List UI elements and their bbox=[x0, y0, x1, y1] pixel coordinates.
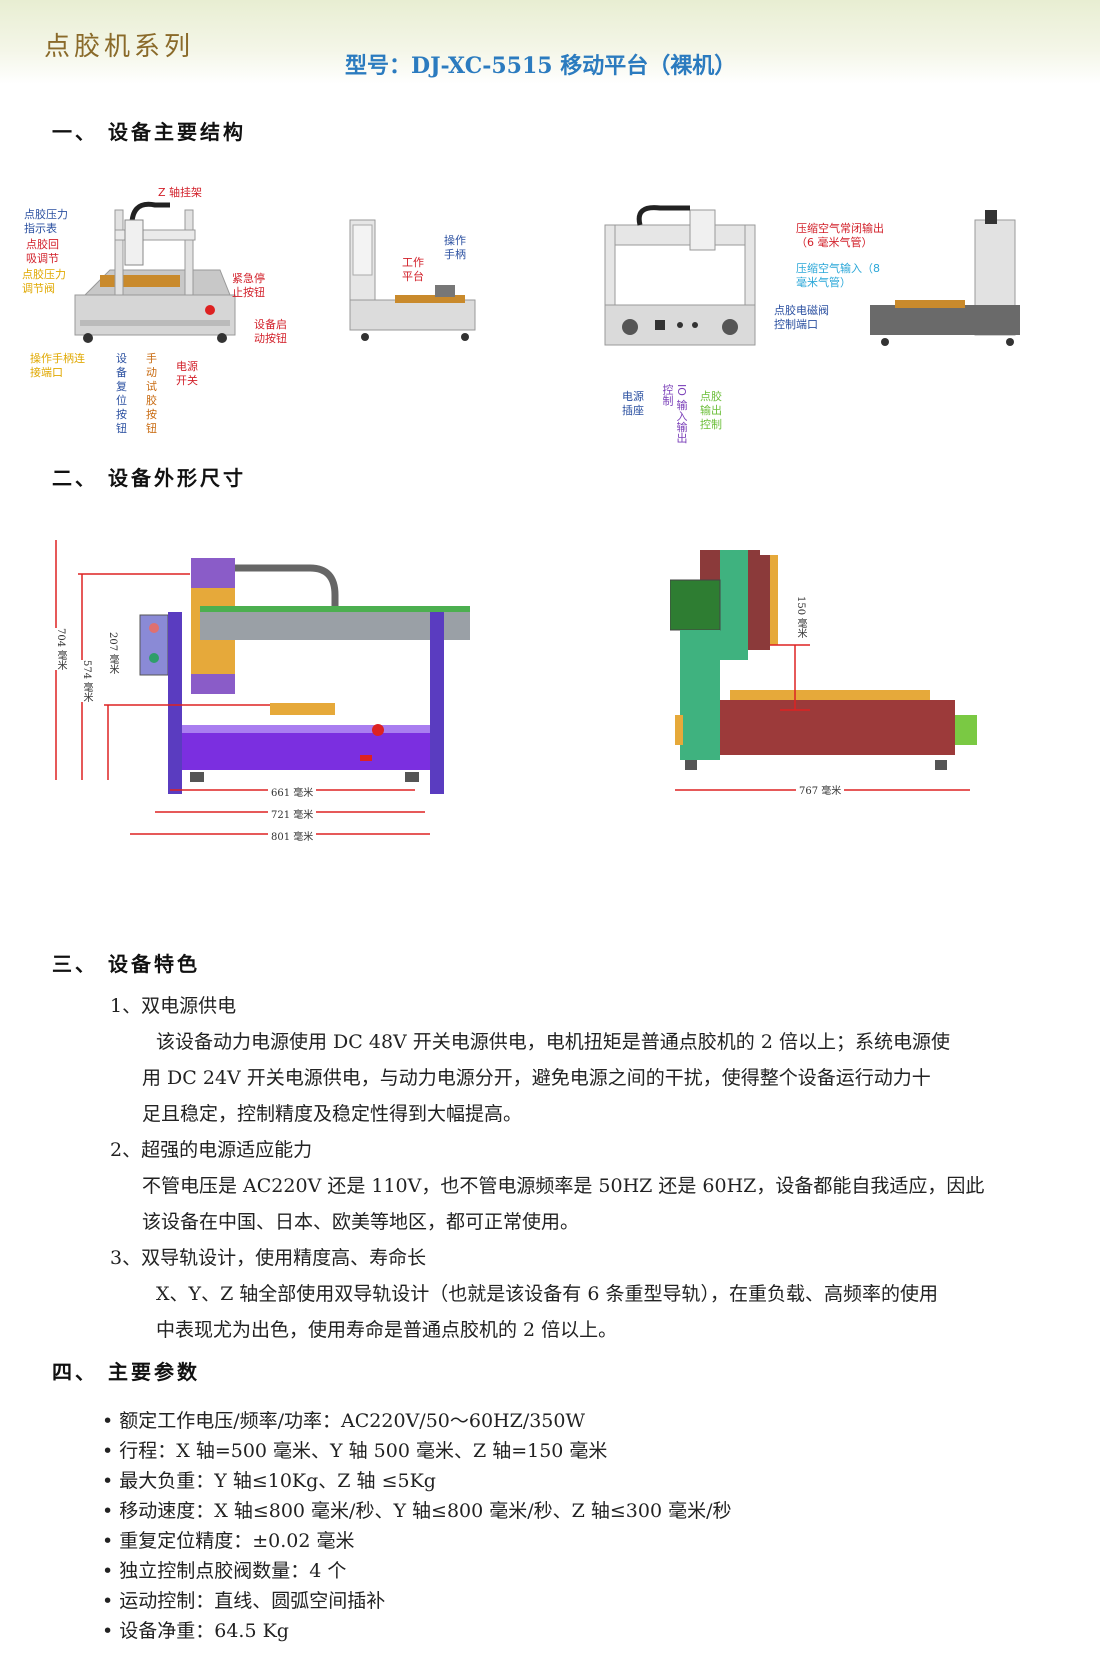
param-item: • 设备净重：64.5 Kg bbox=[102, 1620, 289, 1642]
dim-574: 574 毫米 bbox=[76, 660, 97, 703]
feature-1-title: 1、双电源供电 bbox=[110, 995, 237, 1017]
param-item: • 行程：X 轴=500 毫米、Y 轴 500 毫米、Z 轴=150 毫米 bbox=[102, 1440, 608, 1462]
page-header bbox=[0, 0, 1100, 84]
machine-side-back-photo bbox=[870, 210, 1020, 346]
side-dimension-drawing bbox=[670, 550, 977, 791]
param-item: • 额定工作电压/频率/功率：AC220V/50～60HZ/350W bbox=[102, 1410, 586, 1432]
dim-150: 150 毫米 bbox=[790, 596, 811, 639]
label-estop: 紧急停止按钮 bbox=[232, 272, 265, 299]
label-io-port: IO 输入输出控制 bbox=[661, 384, 688, 444]
param-item: • 独立控制点胶阀数量：4 个 bbox=[102, 1560, 347, 1582]
feature-1-line1: 该设备动力电源使用 DC 48V 开关电源供电，电机扭矩是普通点胶机的 2 倍以… bbox=[156, 1031, 950, 1053]
feature-2-line2: 该设备在中国、日本、欧美等地区，都可正常使用。 bbox=[142, 1211, 580, 1233]
label-handle-port: 操作手柄连接端口 bbox=[30, 352, 85, 379]
param-item: • 重复定位精度：±0.02 毫米 bbox=[102, 1530, 355, 1552]
label-work-platform: 工作平台 bbox=[402, 256, 424, 283]
feature-1-line3: 足且稳定，控制精度及稳定性得到大幅提高。 bbox=[142, 1103, 523, 1125]
label-air-normally-closed: 压缩空气常闭输出（6 毫米气管） bbox=[796, 222, 884, 249]
section-dimensions-title: 二、 设备外形尺寸 bbox=[52, 466, 246, 490]
series-title: 点胶机系列 bbox=[44, 32, 195, 62]
label-valve-port: 点胶电磁阀控制端口 bbox=[774, 304, 829, 331]
param-item: • 运动控制：直线、圆弧空间插补 bbox=[102, 1590, 386, 1612]
feature-2-title: 2、超强的电源适应能力 bbox=[110, 1139, 313, 1161]
label-pressure-gauge: 点胶压力指示表 bbox=[24, 208, 68, 235]
machine-side-photo bbox=[349, 219, 476, 341]
model-title: 型号：DJ-XC-5515 移动平台（裸机） bbox=[345, 53, 737, 79]
dim-767: 767 毫米 bbox=[796, 782, 845, 797]
dim-661: 661 毫米 bbox=[268, 784, 317, 799]
label-power-switch: 电源开关 bbox=[176, 360, 198, 387]
param-item: • 移动速度：X 轴≤800 毫米/秒、Y 轴≤800 毫米/秒、Z 轴≤300… bbox=[102, 1500, 732, 1522]
dim-801: 801 毫米 bbox=[268, 828, 317, 843]
label-suckback: 点胶回吸调节 bbox=[26, 238, 59, 265]
label-manual-button: 手动试胶按钮 bbox=[146, 352, 157, 435]
dim-207: 207 毫米 bbox=[102, 632, 123, 675]
param-item: • 最大负重：Y 轴≤10Kg、Z 轴 ≤5Kg bbox=[102, 1470, 436, 1492]
feature-1-line2: 用 DC 24V 开关电源供电，与动力电源分开，避免电源之间的干扰，使得整个设备… bbox=[142, 1067, 931, 1089]
label-handle: 操作手柄 bbox=[444, 234, 466, 261]
section-features-title: 三、 设备特色 bbox=[52, 952, 200, 976]
feature-2-line1: 不管电压是 AC220V 还是 110V，也不管电源频率是 50HZ 还是 60… bbox=[142, 1175, 985, 1197]
label-reset-button: 设备复位按钮 bbox=[116, 352, 127, 435]
front-dimension-drawing bbox=[55, 540, 470, 835]
dim-721: 721 毫米 bbox=[268, 806, 317, 821]
machine-front-photo bbox=[74, 201, 236, 343]
label-air-input: 压缩空气输入（8 毫米气管） bbox=[796, 262, 880, 289]
label-power-socket: 电源插座 bbox=[622, 390, 644, 417]
machine-back-photo bbox=[604, 205, 756, 346]
feature-3-title: 3、双导轨设计，使用精度高、寿命长 bbox=[110, 1247, 427, 1269]
label-z-bracket: Z 轴挂架 bbox=[158, 186, 203, 199]
label-pressure-valve: 点胶压力调节阀 bbox=[22, 268, 66, 295]
feature-3-line2: 中表现尤为出色，使用寿命是普通点胶机的 2 倍以上。 bbox=[156, 1319, 618, 1341]
label-start-button: 设备启动按钮 bbox=[254, 318, 287, 345]
dim-704: 704 毫米 bbox=[50, 628, 71, 671]
section-params-title: 四、 主要参数 bbox=[52, 1360, 200, 1384]
feature-3-line1: X、Y、Z 轴全部使用双导轨设计（也就是该设备有 6 条重型导轨），在重负载、高… bbox=[156, 1283, 938, 1305]
label-glue-output: 点胶输出控制 bbox=[700, 390, 722, 431]
section-structure-title: 一、 设备主要结构 bbox=[52, 120, 246, 144]
